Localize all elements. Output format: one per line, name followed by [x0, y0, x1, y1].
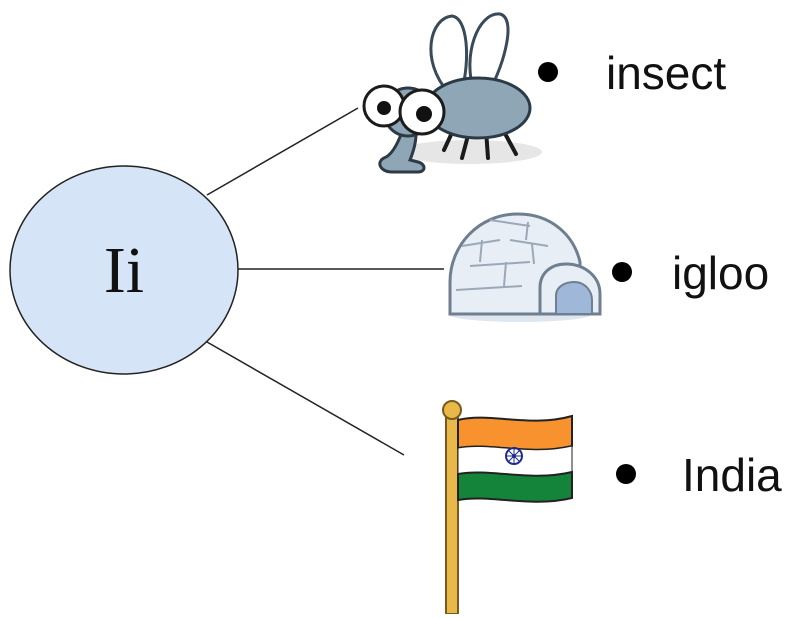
connector-line-india — [206, 341, 405, 456]
hub-circle — [9, 165, 239, 375]
india-flag-icon — [442, 400, 573, 615]
hub-node: Ii — [9, 165, 239, 375]
hub-label: Ii — [104, 234, 144, 307]
igloo-icon — [448, 212, 602, 322]
bullet-insect — [538, 62, 558, 82]
connector-line-insect — [206, 107, 359, 196]
fly-icon — [362, 12, 542, 174]
bullet-igloo — [612, 262, 632, 282]
word-igloo: igloo — [672, 247, 770, 299]
word-india: India — [682, 449, 782, 501]
word-insect: insect — [606, 47, 727, 99]
bullet-india — [616, 464, 636, 484]
